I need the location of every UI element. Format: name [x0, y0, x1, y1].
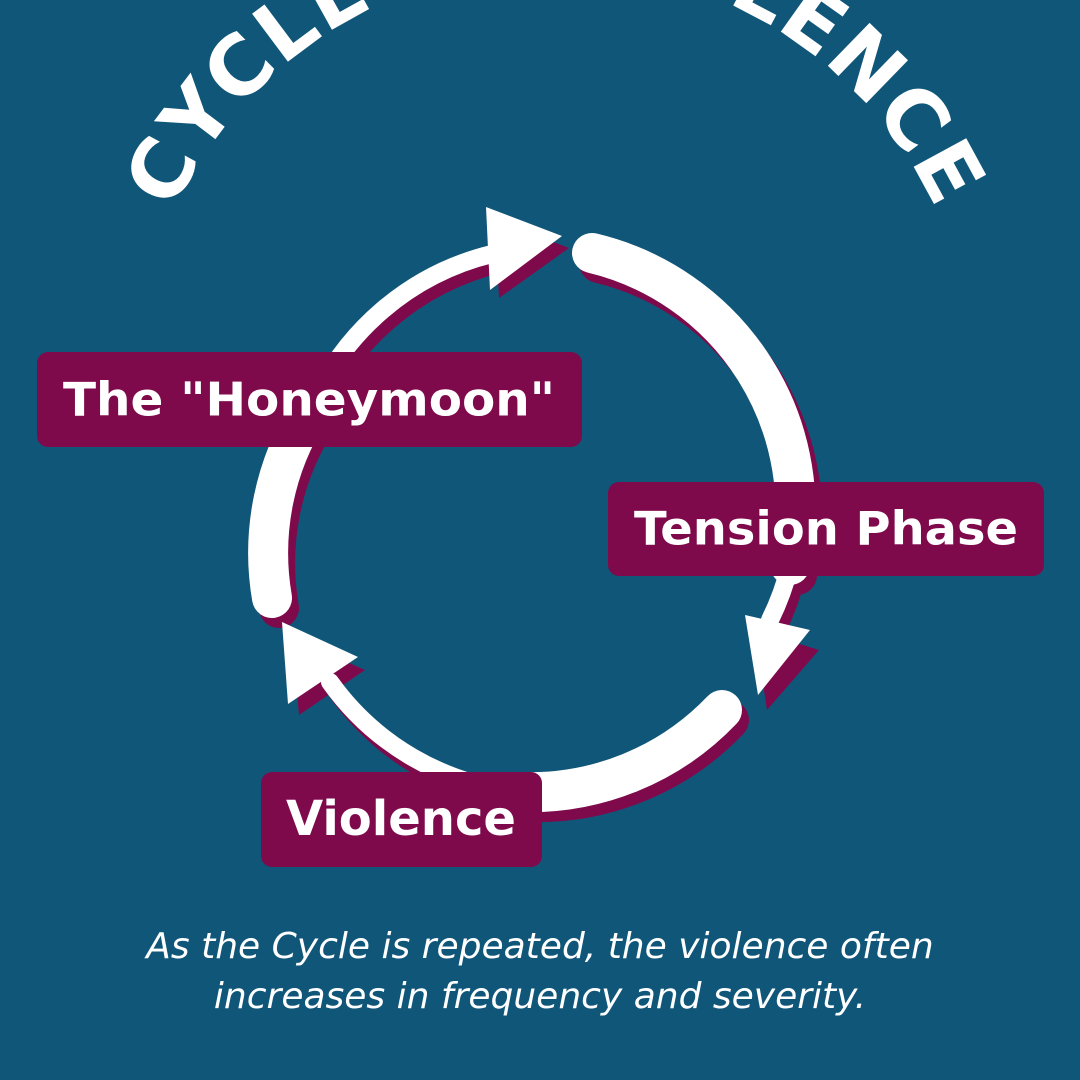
label-box-violence	[261, 772, 542, 867]
arrowhead-honeymoon-to-tension	[486, 207, 562, 290]
footer-line-2: increases in frequency and severity.	[213, 976, 867, 1017]
label-text-violence: Violence	[286, 791, 516, 847]
footer-line-1: As the Cycle is repeated, the violence o…	[146, 926, 934, 967]
arrow-violence-to-honeymoon	[500, 690, 742, 813]
label-box-honeymoon	[37, 352, 582, 447]
phase-label-tension: Tension Phase	[608, 482, 1044, 576]
phase-label-honeymoon: The "Honeymoon"	[37, 352, 582, 447]
label-box-tension	[608, 482, 1044, 576]
footer-caption: As the Cycle is repeated, the violence o…	[0, 922, 1080, 1022]
label-text-honeymoon: The "Honeymoon"	[63, 373, 555, 427]
label-text-tension: Tension Phase	[634, 502, 1018, 556]
phase-label-violence: Violence	[261, 772, 542, 867]
arrowhead-violence-to-honeymoon	[282, 622, 358, 704]
arrowhead-tension-to-violence	[745, 615, 810, 695]
